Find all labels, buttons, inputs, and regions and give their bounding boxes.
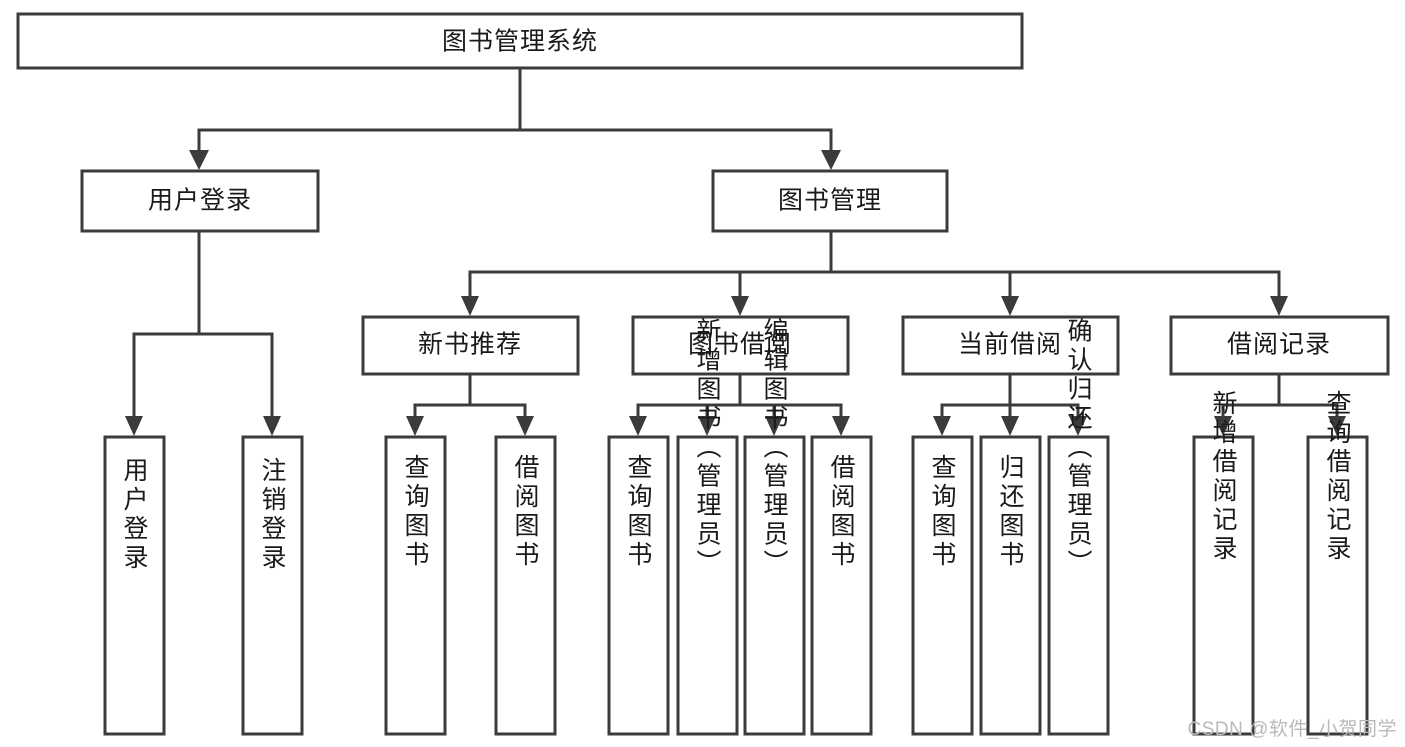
leaf-node-records-query[interactable]: 查询借阅记录 (1306, 390, 1369, 736)
node-book-borrow-label: 图书借阅 (688, 331, 792, 359)
leaf-node-new-books-query-box[interactable] (384, 435, 447, 736)
leaf-node-borrow-query-label: 查询图书 (624, 454, 653, 570)
arrow-head-leaf-book-borrow-2 (698, 416, 716, 436)
leaf-node-records-add-box[interactable] (1192, 435, 1255, 736)
node-borrow-records[interactable]: 借阅记录 (1169, 315, 1390, 376)
arrow-head-book-borrow (731, 296, 749, 316)
leaf-node-borrow-borrow-book-box[interactable] (810, 435, 873, 736)
arrow-head-leaf-current-borrow-1 (933, 416, 951, 436)
leaf-node-current-confirm-return-label: 确认归还（管理员） (1064, 318, 1093, 579)
leaf-node-records-query-box[interactable] (1306, 435, 1369, 736)
leaf-node-records-add-label: 新增借阅记录 (1209, 390, 1238, 564)
edges-group (125, 66, 1346, 436)
arrow-head-leaf-user-login-1 (125, 416, 143, 436)
leaf-node-user-login-logout-box[interactable] (241, 435, 304, 736)
arrow-head-leaf-current-borrow-3 (1069, 416, 1087, 436)
node-user-login[interactable]: 用户登录 (80, 169, 320, 233)
leaf-node-current-query-box[interactable] (911, 435, 974, 736)
csdn-watermark: CSDN @软件_小贺同学 (1187, 719, 1397, 740)
leaf-node-borrow-add-book-box[interactable] (676, 435, 739, 736)
leaf-node-current-query[interactable]: 查询图书 (911, 435, 974, 736)
arrow-head-user-login (189, 150, 209, 170)
leaf-node-new-books-borrow-label: 借阅图书 (511, 454, 540, 570)
leaf-node-borrow-add-book-label: 新增图书（管理员） (693, 318, 722, 579)
arrow-head-current-borrow (1001, 296, 1019, 316)
leaf-node-new-books-borrow[interactable]: 借阅图书 (494, 435, 557, 736)
node-book-borrow-box[interactable] (631, 315, 850, 376)
arrow-head-leaf-borrow-records-2 (1328, 416, 1346, 436)
node-book-management-label: 图书管理 (778, 187, 882, 215)
leaf-node-new-books-query-label: 查询图书 (401, 454, 430, 570)
leaf-node-borrow-edit-book-label: 编辑图书（管理员） (760, 318, 789, 579)
arrow-head-leaf-book-borrow-1 (629, 416, 647, 436)
arrow-head-new-books (461, 296, 479, 316)
leaf-node-borrow-query-box[interactable] (607, 435, 670, 736)
leaf-node-current-return-box[interactable] (979, 435, 1042, 736)
arrow-head-leaf-borrow-records-1 (1214, 416, 1232, 436)
node-current-borrow-label: 当前借阅 (958, 331, 1062, 359)
leaf-node-current-return-label: 归还图书 (996, 454, 1025, 570)
node-new-book-recommend-label: 新书推荐 (418, 331, 522, 359)
leaf-node-current-confirm-return-box[interactable] (1047, 435, 1110, 736)
node-book-management-box[interactable] (711, 169, 949, 233)
leaf-node-borrow-edit-book-box[interactable] (743, 435, 806, 736)
node-current-borrow[interactable]: 当前借阅 (901, 315, 1120, 376)
node-current-borrow-box[interactable] (901, 315, 1120, 376)
leaf-node-user-login-login-box[interactable] (103, 435, 166, 736)
arrow-head-leaf-current-borrow-2 (1001, 416, 1019, 436)
node-root-system-box[interactable] (16, 12, 1024, 70)
node-borrow-records-box[interactable] (1169, 315, 1390, 376)
arrow-head-leaf-user-login-2 (263, 416, 281, 436)
node-root-system[interactable]: 图书管理系统 (16, 12, 1024, 70)
leaf-node-user-login-logout-label: 注销登录 (258, 457, 287, 573)
arrow-head-book-mgmt (821, 150, 841, 170)
leaf-node-user-login-login-label: 用户登录 (120, 457, 149, 573)
leaf-node-new-books-borrow-box[interactable] (494, 435, 557, 736)
leaf-node-current-query-label: 查询图书 (928, 454, 957, 570)
node-borrow-records-label: 借阅记录 (1227, 331, 1331, 359)
node-new-book-recommend[interactable]: 新书推荐 (361, 315, 580, 376)
node-root-system-label: 图书管理系统 (442, 28, 598, 56)
node-book-borrow[interactable]: 图书借阅 (631, 315, 850, 376)
node-user-login-box[interactable] (80, 169, 320, 233)
node-user-login-label: 用户登录 (148, 187, 252, 215)
arrow-head-leaf-new-books-1 (406, 416, 424, 436)
arrow-head-leaf-book-borrow-4 (832, 416, 850, 436)
leaf-node-borrow-edit-book[interactable]: 编辑图书（管理员） (743, 318, 806, 736)
leaf-node-records-query-label: 查询借阅记录 (1323, 390, 1352, 564)
leaf-node-current-return[interactable]: 归还图书 (979, 435, 1042, 736)
node-book-management[interactable]: 图书管理 (711, 169, 949, 233)
leaf-node-borrow-borrow-book[interactable]: 借阅图书 (810, 435, 873, 736)
leaf-node-borrow-add-book[interactable]: 新增图书（管理员） (676, 318, 739, 736)
node-new-book-recommend-box[interactable] (361, 315, 580, 376)
leaf-node-user-login-login[interactable]: 用户登录 (103, 435, 166, 736)
leaf-node-current-confirm-return[interactable]: 确认归还（管理员） (1047, 318, 1110, 736)
leaf-node-user-login-logout[interactable]: 注销登录 (241, 435, 304, 736)
arrow-head-leaf-new-books-2 (516, 416, 534, 436)
arrow-head-leaf-book-borrow-3 (765, 416, 783, 436)
leaf-node-new-books-query[interactable]: 查询图书 (384, 435, 447, 736)
leaf-node-borrow-borrow-book-label: 借阅图书 (827, 454, 856, 570)
leaf-node-borrow-query[interactable]: 查询图书 (607, 435, 670, 736)
leaf-node-records-add[interactable]: 新增借阅记录 (1192, 390, 1255, 736)
arrow-head-borrow-records (1270, 296, 1288, 316)
